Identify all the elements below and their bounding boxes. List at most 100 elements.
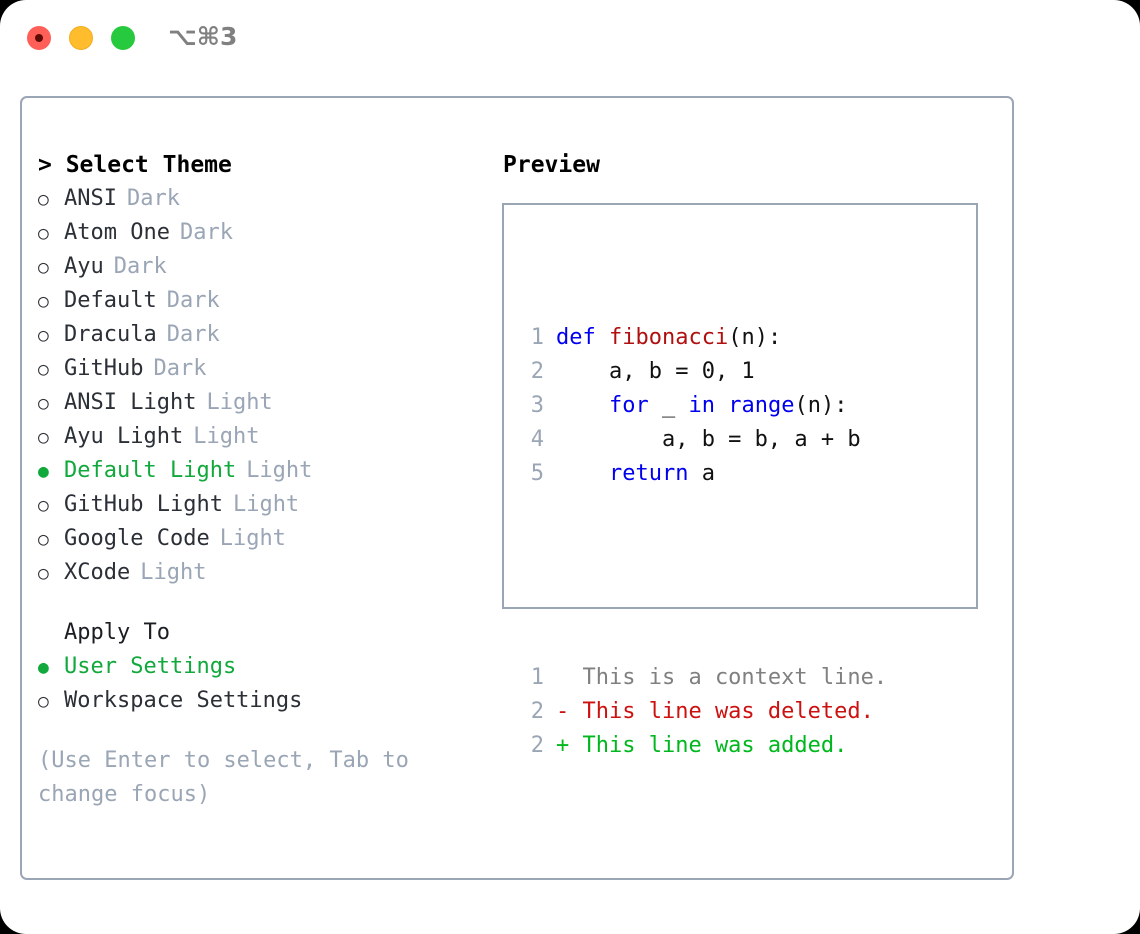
theme-name: GitHub Light [64, 492, 223, 517]
code-token [556, 393, 609, 418]
radio-unselected-icon: ○ [38, 223, 49, 244]
radio-selected-icon: ● [38, 461, 49, 482]
code-token [715, 393, 728, 418]
theme-category: Dark [113, 254, 167, 279]
code-token: (n): [794, 393, 848, 418]
theme-category: Dark [153, 356, 207, 381]
theme-list-item[interactable]: ○ Ayu Dark [38, 250, 478, 284]
select-theme-header: > Select Theme [38, 152, 232, 178]
maximize-button[interactable] [111, 26, 135, 50]
radio-unselected-icon: ○ [38, 563, 49, 584]
diff-lines: 1 This is a context line. 2 - This line wa… [522, 661, 887, 763]
theme-list-item[interactable]: ○ Default Dark [38, 284, 478, 318]
line-number: 3 [530, 393, 544, 418]
theme-category: Light [246, 458, 313, 483]
theme-name: Ayu [64, 254, 104, 279]
theme-name: ANSI Light [64, 390, 197, 415]
diff-line: 1 This is a context line. [522, 661, 887, 695]
theme-list-item[interactable]: ○ ANSI Light Light [38, 386, 478, 420]
theme-list-item[interactable]: ○ GitHub Dark [38, 352, 478, 386]
theme-name: XCode [64, 560, 131, 585]
apply-to-item[interactable]: ○Workspace Settings [38, 684, 478, 718]
theme-name: Atom One [64, 220, 170, 245]
theme-category: Light [193, 424, 260, 449]
keyboard-hint: (Use Enter to select, Tab to change focu… [38, 748, 409, 807]
window-controls [27, 26, 135, 50]
code-token: a, b = 0, 1 [556, 359, 755, 384]
theme-category: Dark [179, 220, 233, 245]
list-spacer [38, 590, 478, 616]
title-bar: ⌥⌘3 [0, 0, 1140, 78]
code-token: This is a context line. [556, 665, 888, 690]
theme-category: Light [206, 390, 273, 415]
code-token [556, 461, 609, 486]
theme-name: Ayu Light [64, 424, 184, 449]
code-token: a [688, 461, 715, 486]
code-line: 5 return a [522, 457, 887, 491]
code-token: def [556, 325, 609, 350]
theme-list-item[interactable]: ○ ANSI Dark [38, 182, 478, 216]
theme-list-item[interactable]: ○ Ayu Light Light [38, 420, 478, 454]
code-token: - This line was deleted. [556, 699, 874, 724]
code-token: _ [648, 393, 689, 418]
line-number: 2 [530, 733, 544, 758]
code-token: range [728, 393, 795, 418]
radio-unselected-icon: ○ [38, 257, 49, 278]
theme-name: Dracula [64, 322, 157, 347]
code-line: 2 a, b = 0, 1 [522, 355, 887, 389]
theme-category: Dark [126, 186, 180, 211]
theme-category: Light [140, 560, 207, 585]
theme-category: Dark [166, 322, 220, 347]
code-token: in [688, 393, 715, 418]
apply-to-list[interactable]: ●User Settings○Workspace Settings [38, 650, 478, 718]
line-number: 5 [530, 461, 544, 486]
code-token: + This line was added. [556, 733, 848, 758]
code-token: (n): [728, 325, 782, 350]
radio-unselected-icon: ○ [38, 427, 49, 448]
theme-name: ANSI [64, 186, 117, 211]
apply-to-header: Apply To [64, 620, 170, 645]
code-token: for [608, 393, 649, 418]
radio-unselected-icon: ○ [38, 529, 49, 550]
minimize-button[interactable] [69, 26, 93, 50]
radio-unselected-icon: ○ [38, 393, 49, 414]
theme-list-item[interactable]: ○ Google Code Light [38, 522, 478, 556]
code-token: a, b = b, a + b [556, 427, 861, 452]
code-blank-line [522, 559, 887, 593]
line-number: 4 [530, 427, 544, 452]
theme-name: Default Light [64, 458, 237, 483]
preview-header: Preview [503, 152, 600, 178]
apply-to-label: User Settings [64, 654, 237, 679]
radio-unselected-icon: ○ [38, 495, 49, 516]
theme-list-item[interactable]: ○ Atom One Dark [38, 216, 478, 250]
radio-unselected-icon: ○ [38, 325, 49, 346]
theme-name: Default [64, 288, 157, 313]
theme-list-item[interactable]: ○ Dracula Dark [38, 318, 478, 352]
diff-line: 2 + This line was added. [522, 729, 887, 763]
apply-to-item[interactable]: ●User Settings [38, 650, 478, 684]
theme-list-item[interactable]: ● Default Light Light [38, 454, 478, 488]
line-number: 1 [530, 665, 544, 690]
code-token: fibonacci [608, 325, 729, 350]
close-button[interactable] [27, 26, 51, 50]
theme-name: Google Code [64, 526, 210, 551]
theme-list-item[interactable]: ○ XCode Light [38, 556, 478, 590]
theme-category: Light [219, 526, 286, 551]
theme-name: GitHub [64, 356, 144, 381]
radio-unselected-icon: ○ [38, 189, 49, 210]
radio-unselected-icon: ○ [38, 359, 49, 380]
code-line: 4 a, b = b, a + b [522, 423, 887, 457]
line-number: 2 [530, 359, 544, 384]
radio-unselected-icon: ○ [38, 291, 49, 312]
theme-category: Dark [166, 288, 220, 313]
